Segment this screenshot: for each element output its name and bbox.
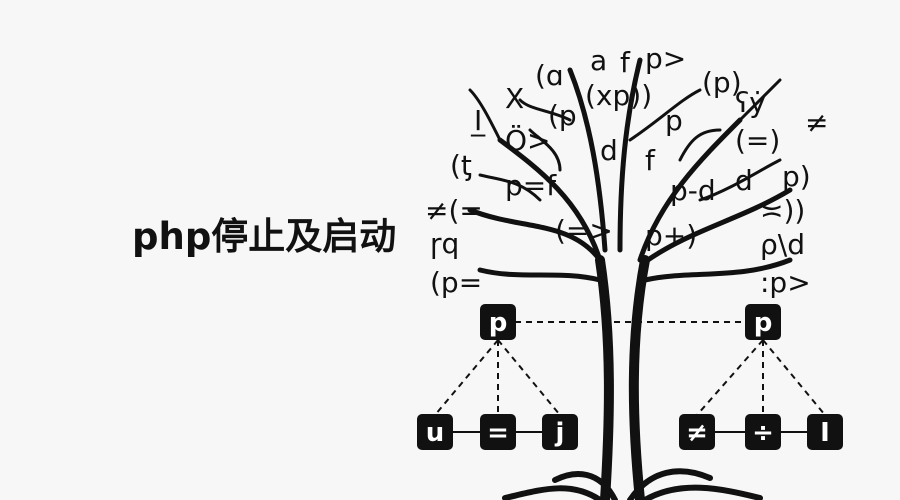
child-node: = [480,414,516,450]
node-box [417,414,453,450]
node-box [745,304,781,340]
node-label: p [754,308,773,338]
canopy-symbol: ʕẏ [735,86,766,119]
node-box [542,414,578,450]
tree-trunk [467,57,793,500]
node-label: u [426,418,445,448]
child-node: ÷ [745,414,781,450]
canopy-symbol: p> [645,42,686,75]
node-label: ≠ [686,418,708,448]
node-connectors [434,321,826,433]
canopy-symbol: (=) [735,124,780,157]
canopy-symbol: f [620,46,631,79]
canopy-symbol: ≍)) [760,194,805,227]
node-label: ÷ [752,418,774,448]
canopy-symbol: (p [548,99,577,132]
canopy-symbol: a [590,44,607,77]
child-node: ≠ [679,414,715,450]
node-label: j [555,418,565,448]
canopy-symbol: I̲ [470,104,486,137]
canopy-symbol: ρ\d [760,228,805,261]
canopy-symbol: (ɑ [535,59,564,92]
canopy-symbol: p [665,104,683,137]
canopy-symbol: p=f [505,169,557,202]
node-box [807,414,843,450]
canopy-symbol: (p= [430,266,482,299]
canopy-symbol: ≠ [805,106,828,139]
canopy-symbol: (xp)) [585,79,652,112]
parent-node: p [745,304,781,340]
node-box [480,304,516,340]
canopy-symbol: f [645,144,656,177]
canopy-symbol: X [505,82,524,115]
child-node: I [807,414,843,450]
node-box [480,414,516,450]
canopy-symbol: p) [782,160,811,193]
node-label: I [820,418,830,448]
canopy-symbol: p-d [670,174,716,207]
page-title: php停止及启动 [132,215,397,258]
canopy-symbol: p+) [645,219,697,252]
node-box [745,414,781,450]
child-node: j [542,414,578,450]
node-label: = [487,418,509,448]
parent-node: p [480,304,516,340]
canopy-symbol: Ö> [505,123,551,157]
node-box [679,414,715,450]
node-label: p [489,308,508,338]
canopy-symbol: (p) [702,66,742,99]
canopy-symbol: d [600,134,618,167]
canopy-symbol: (ƫ [450,149,472,182]
canopy-symbol: :p> [760,266,811,299]
canopy-symbol: ɼq [430,227,459,260]
canopy-symbol: d [735,164,753,197]
canopy-symbol: (=> [555,214,613,247]
child-node: u [417,414,453,450]
canopy-symbol: ≠(= [425,194,483,227]
